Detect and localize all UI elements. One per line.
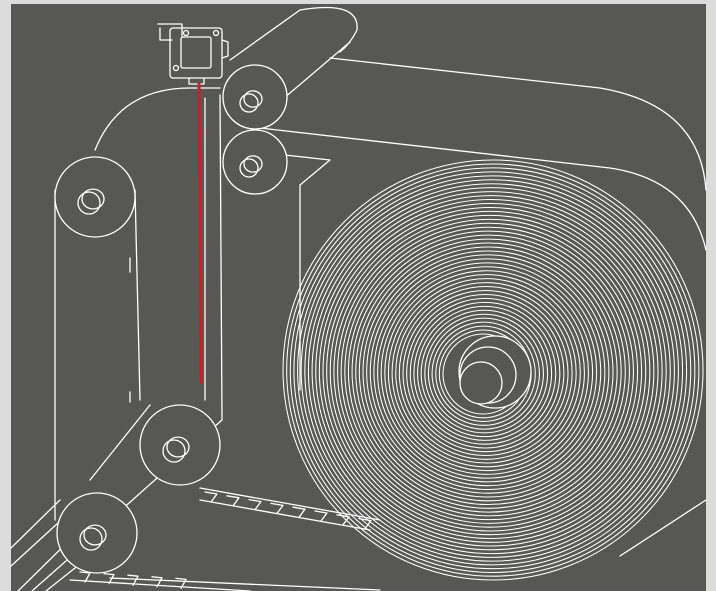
material-roll (282, 159, 704, 581)
guide-roller-icon (56, 492, 138, 574)
guide-roller-icon (222, 64, 288, 130)
guide-roller-icon (222, 129, 288, 195)
conveyor-chevrons (79, 491, 372, 590)
left-belt (54, 87, 221, 521)
distance-sensor-icon (157, 23, 229, 85)
diagram-background (11, 4, 706, 591)
laser-beam (197, 82, 203, 384)
guide-roller-icon (54, 156, 136, 238)
guide-roller-icon (139, 404, 221, 486)
